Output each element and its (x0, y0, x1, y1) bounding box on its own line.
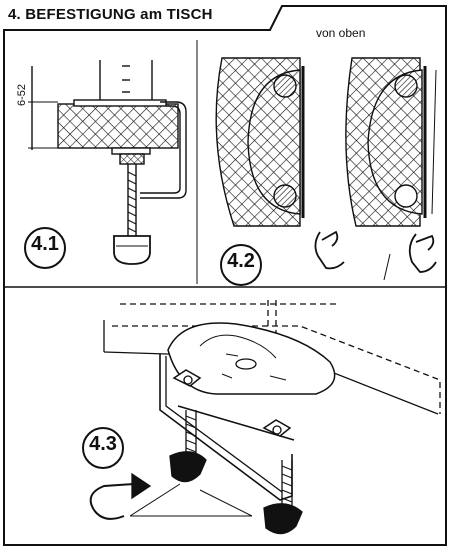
page-frame (3, 5, 447, 546)
step-4-2-label: 4.2 (227, 250, 255, 272)
dimension-label: 6-52 (16, 83, 28, 106)
panel-4-2-drawing (215, 57, 437, 286)
panel-4-3-drawing (82, 300, 441, 535)
panel-4-1-drawing (24, 60, 187, 269)
step-4-1-label: 4.1 (31, 233, 59, 255)
step-4-3-label: 4.3 (89, 433, 117, 455)
page-title: 4. BEFESTIGUNG am TISCH (8, 6, 213, 23)
view-note-label: von oben (316, 26, 366, 40)
